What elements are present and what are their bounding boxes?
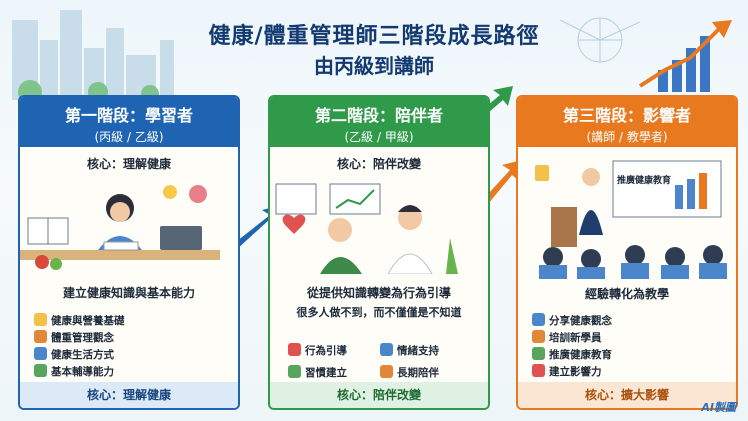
stage-items: 行為引導情緒支持 習慣建立長期陪伴 [288,339,478,383]
list-item: 建立影響力 [532,364,728,381]
lifestyle-icon [34,347,47,360]
handshake-icon [288,343,301,356]
list-item: 習慣建立 [288,364,380,383]
stage-footer: 核心：陪伴改變 [270,382,488,408]
stage-header: 第二階段：陪伴者 (乙級 / 甲級) [270,97,488,147]
watermark: AI製圖 [701,401,736,414]
stage-subtitle-note: 很多人做不到，而不僅僅是不知道 [296,306,462,319]
share-icon [532,313,545,326]
list-item: 健康與營養基礎 [34,313,230,330]
stage-card-learner: 第一階段：學習者 (丙級 / 乙級) 核心：理解健康 建立健康知識與基本能力 健… [18,95,240,410]
network-icon [559,17,641,63]
page-subtitle: 由丙級到講師 [314,54,434,78]
stage-title: 第二階段：陪伴者 [314,106,443,125]
stage-level: (乙級 / 甲級) [344,130,414,144]
list-item: 分享健康觀念 [532,313,728,330]
rising-trend-icon [638,26,722,88]
presentation-board-text: 推廣健康教育 [617,176,672,186]
stage-header: 第一階段：學習者 (丙級 / 乙級) [20,97,238,147]
stage-title: 第一階段：學習者 [64,106,193,125]
scale-icon [34,330,47,343]
stage-subtitle: 建立健康知識與基本能力 [62,286,195,300]
list-item: 培訓新學員 [532,330,728,347]
stage-core: 核心：理解健康 [86,157,171,171]
list-item: 長期陪伴 [380,364,472,383]
stage-card-influencer: 第三階段：影響者 (講師 / 教學者) 推廣健康教育 經驗轉化為教學 分享健康觀… [516,95,738,410]
stage-header: 第三階段：影響者 (講師 / 教學者) [518,97,736,147]
promote-icon [532,347,545,360]
stage-card-companion: 第二階段：陪伴者 (乙級 / 甲級) 核心：陪伴改變 從提供知識轉變為行為引導 … [268,95,490,410]
coaching-icon [34,364,47,377]
training-icon [532,330,545,343]
list-item: 推廣健康教育 [532,347,728,364]
chat-icon [380,343,393,356]
influence-icon [532,364,545,377]
stage-footer: 核心：擴大影響 [518,382,736,408]
pin-icon [380,365,393,378]
lecturer-presenting-icon: 推廣健康教育 [525,155,729,279]
clipboard-icon [34,313,47,326]
stage-items: 健康與營養基礎 體重管理觀念 健康生活方式 基本輔導能力 [34,313,230,381]
list-item: 健康生活方式 [34,347,230,364]
stage-subtitle: 從提供知識轉變為行為引導 [306,286,451,300]
habit-icon [288,365,301,378]
stage-level: (丙級 / 乙級) [94,130,164,144]
list-item: 情緒支持 [380,342,472,361]
stage-items: 分享健康觀念 培訓新學員 推廣健康教育 建立影響力 [532,313,728,381]
list-item: 體重管理觀念 [34,330,230,347]
stage-footer: 核心：理解健康 [20,382,238,408]
coach-and-client-icon [275,183,458,275]
bar-chart-icon [658,36,710,92]
stage-subtitle: 經驗轉化為教學 [584,287,669,301]
student-studying-icon [20,185,220,270]
list-item: 基本輔導能力 [34,364,230,381]
stage-level: (講師 / 教學者) [586,130,668,144]
stage-core: 核心：陪伴改變 [336,157,421,171]
stage-title: 第三階段：影響者 [562,106,691,125]
page-title: 健康/體重管理師三階段成長路徑 [208,24,540,49]
list-item: 行為引導 [288,342,380,361]
